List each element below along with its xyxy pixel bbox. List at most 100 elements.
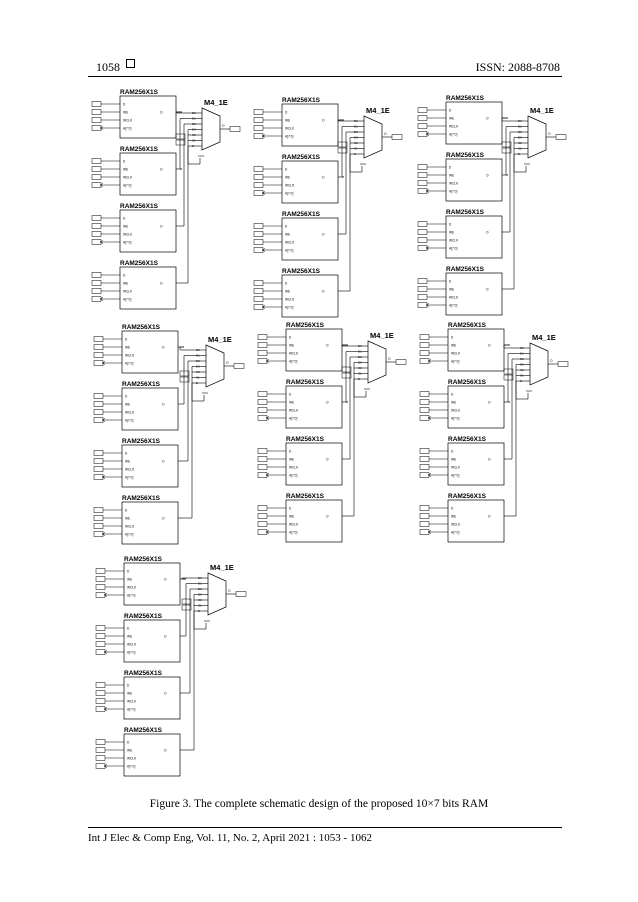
ram-pin-label: A[7:0]: [127, 765, 135, 769]
select-tag: [341, 366, 352, 373]
input-tag: [253, 231, 264, 237]
input-tag: [419, 464, 430, 470]
ram-block: [285, 499, 343, 543]
input-tag: [91, 215, 102, 221]
footer-rule: [88, 827, 562, 828]
ram-pin-label: WCLK: [449, 296, 459, 300]
vcc-label: VCC: [526, 389, 533, 393]
mux-block: [529, 342, 549, 386]
input-tag: [417, 237, 428, 243]
ram-label: RAM256X1S: [120, 203, 159, 210]
select-tag: [337, 141, 348, 148]
ram-pin-label: D: [451, 507, 454, 511]
input-tag: [253, 109, 264, 115]
bus-arrow: [101, 532, 106, 536]
ram-pin-label: WE: [289, 515, 294, 519]
bus-arrow: [99, 297, 104, 301]
ram-pin-label: WE: [125, 460, 130, 464]
input-tag: [417, 180, 428, 186]
ram-block: [447, 442, 505, 486]
input-tag: [95, 568, 106, 574]
ram-label: RAM256X1S: [448, 436, 487, 443]
ram-pin-label: WE: [285, 176, 290, 180]
ram-pin-label: WE: [125, 517, 130, 521]
output-tag: [395, 359, 407, 365]
input-tag: [417, 107, 428, 113]
ram-pin-label: WE: [449, 117, 454, 121]
input-tag: [419, 407, 430, 413]
ram-pin-label: WE: [285, 233, 290, 237]
bus-arrow: [99, 126, 104, 130]
ram-output-pin: O: [488, 344, 491, 348]
input-tag: [257, 350, 268, 356]
input-tag: [95, 747, 106, 753]
ram-pin-label: WE: [123, 111, 128, 115]
mux-output-pin: O: [388, 357, 391, 361]
bus-arrow: [103, 707, 108, 711]
input-tag: [417, 123, 428, 129]
output-tag: [229, 126, 241, 132]
ram-pin-label: WE: [123, 168, 128, 172]
select-tag: [179, 370, 190, 377]
ram-pin-label: WE: [449, 231, 454, 235]
ram-block: [445, 215, 503, 259]
bus-arrow: [101, 418, 106, 422]
ram-pin-label: D: [127, 627, 130, 631]
ram-pin-label: WCLK: [451, 352, 461, 356]
mux-output-pin: O: [228, 589, 231, 593]
ram-pin-label: D: [449, 109, 452, 113]
input-tag: [253, 166, 264, 172]
output-tag: [233, 363, 245, 369]
ram-output-pin: O: [160, 225, 163, 229]
ram-pin-label: A[7:0]: [449, 304, 457, 308]
ram-output-pin: O: [486, 174, 489, 178]
ram-block: [281, 160, 339, 204]
input-tag: [417, 115, 428, 121]
input-tag: [419, 334, 430, 340]
input-tag: [91, 231, 102, 237]
bus-arrow: [425, 132, 430, 136]
bus-arrow: [99, 240, 104, 244]
ram-block: [121, 501, 179, 545]
ram-pin-label: A[7:0]: [449, 247, 457, 251]
ram-output-pin: O: [322, 290, 325, 294]
ram-pin-label: A[7:0]: [285, 135, 293, 139]
ram-pin-label: WCLK: [451, 523, 461, 527]
mux-label: M4_1E: [530, 106, 554, 115]
input-tag: [93, 523, 104, 529]
ram-block: [121, 444, 179, 488]
ram-pin-label: WCLK: [449, 239, 459, 243]
bus-arrow: [103, 650, 108, 654]
input-tag: [95, 633, 106, 639]
input-tag: [257, 399, 268, 405]
input-tag: [417, 286, 428, 292]
ram-block: [123, 619, 181, 663]
ram-pin-label: A[7:0]: [285, 192, 293, 196]
ram-pin-label: WCLK: [127, 643, 137, 647]
select-tag: [501, 141, 512, 148]
ram-pin-label: A[7:0]: [449, 190, 457, 194]
ram-pin-label: D: [285, 282, 288, 286]
input-tag: [93, 458, 104, 464]
input-tag: [417, 278, 428, 284]
ram-label: RAM256X1S: [446, 95, 485, 102]
input-tag: [95, 690, 106, 696]
ram-pin-label: A[7:0]: [127, 708, 135, 712]
ram-bank-5: RAM256X1SDWEWCLKA[7:0]ORAM256X1SDWEWCLKA…: [257, 322, 407, 543]
ram-label: RAM256X1S: [286, 322, 325, 329]
bus-arrow: [425, 189, 430, 193]
input-tag: [419, 505, 430, 511]
bus-arrow: [101, 361, 106, 365]
ram-pin-label: WCLK: [449, 125, 459, 129]
output-tag: [555, 134, 567, 140]
mux-label: M4_1E: [366, 106, 390, 115]
input-tag: [95, 682, 106, 688]
ram-pin-label: A[7:0]: [123, 127, 131, 131]
ram-output-pin: O: [326, 515, 329, 519]
bus-arrow: [261, 134, 266, 138]
bus-arrow: [425, 246, 430, 250]
input-tag: [257, 513, 268, 519]
ram-pin-label: WCLK: [285, 241, 295, 245]
output-tag: [235, 591, 247, 597]
ram-output-pin: O: [164, 749, 167, 753]
